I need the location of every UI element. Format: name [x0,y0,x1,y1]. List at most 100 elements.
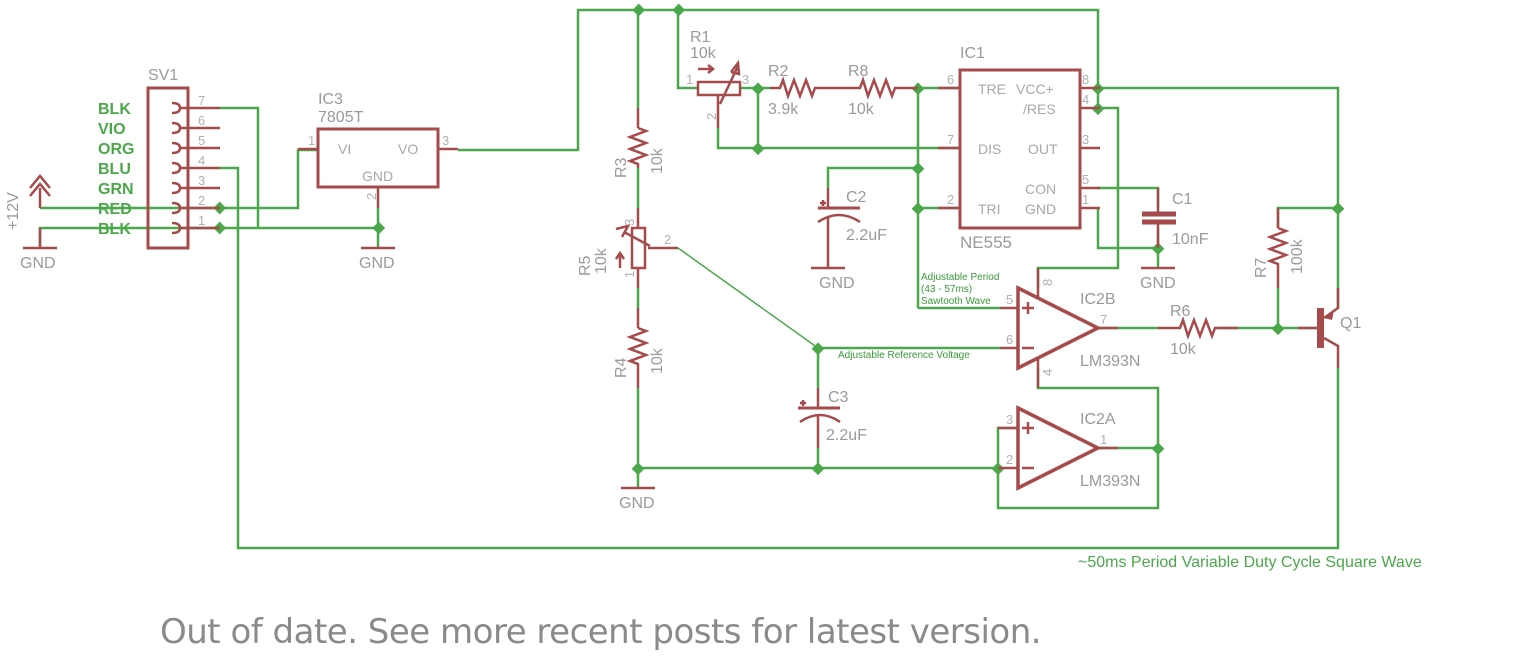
svg-text:3: 3 [742,72,749,87]
connector-pin-number: 2 [198,193,205,208]
wire-color-label: BLK [98,221,131,238]
capacitor-c2: C2 2.2uF [817,188,887,244]
svg-text:2.2uF: 2.2uF [826,427,867,444]
capacitor-c3: C3 2.2uF [798,388,867,448]
svg-text:1: 1 [1100,432,1107,447]
svg-text:IC2A: IC2A [1080,411,1116,428]
svg-text:GND: GND [362,168,393,184]
svg-text:VI: VI [338,141,351,157]
supply-12v-symbol: +12V [5,174,51,230]
svg-text:2: 2 [1006,452,1013,467]
gnd-label: GND [359,255,395,272]
junction [672,3,686,17]
svg-text:6: 6 [1006,332,1013,347]
svg-text:3.9k: 3.9k [768,101,799,118]
transistor-q1: Q1 [1298,288,1361,368]
gnd-symbol: GND [619,486,655,512]
gnd-label: GND [20,255,56,272]
wires [38,8,1340,550]
sawtooth-note-line3: Sawtooth Wave [921,296,991,307]
gnd-symbol: GND [359,246,395,272]
gnd-label: GND [1140,275,1176,292]
svg-text:10k: 10k [649,347,666,374]
svg-text:R5: R5 [577,255,594,276]
wire-12v [40,148,318,210]
svg-text:3: 3 [622,219,637,226]
junction [1331,202,1345,216]
svg-text:C3: C3 [828,389,849,406]
wire-5v-rail [458,8,1100,152]
wire-gnd-main [38,226,378,247]
junction [631,462,645,476]
svg-text:IC2B: IC2B [1080,291,1116,308]
svg-text:Q1: Q1 [1340,315,1361,332]
svg-text:NE555: NE555 [960,233,1012,252]
svg-text:2: 2 [947,192,954,207]
svg-text:C1: C1 [1172,191,1193,208]
resistor-r4: R4 10k [613,308,666,388]
svg-text:3: 3 [1006,412,1013,427]
svg-text:8: 8 [1082,72,1089,87]
svg-text:C2: C2 [846,189,867,206]
wire-output [220,166,1340,550]
svg-text:6: 6 [947,72,954,87]
svg-text:R6: R6 [1170,303,1191,320]
connector-pin-contact [171,121,182,135]
junction [911,162,925,176]
svg-text:10k: 10k [690,45,717,62]
connector-pin-number: 1 [198,213,205,228]
svg-text:4: 4 [1040,369,1055,376]
connector-pin-contact [171,181,182,195]
svg-text:10k: 10k [1170,341,1197,358]
svg-text:7: 7 [1100,312,1107,327]
svg-text:2: 2 [364,193,379,200]
svg-text:GND: GND [1025,201,1056,217]
svg-text:1: 1 [622,271,637,278]
junction [751,82,765,96]
svg-text:7: 7 [947,132,954,147]
wire-pin7 [220,106,260,228]
supply-label: +12V [5,192,22,230]
ic3-ref: IC3 [318,91,343,108]
svg-text:VO: VO [398,141,418,157]
connector-pin-number: 3 [198,173,205,188]
junction [1151,442,1165,456]
svg-text:OUT: OUT [1028,141,1058,157]
svg-text:R7: R7 [1253,257,1270,278]
junction [1271,322,1285,336]
svg-text:8: 8 [1040,279,1055,286]
gnd-label: GND [619,495,655,512]
wire-color-label: BLU [98,161,131,178]
wire-color-label: GRN [98,181,134,198]
connector-pin-contact [171,161,182,175]
svg-text:CON: CON [1025,181,1056,197]
svg-text:VCC+: VCC+ [1016,81,1054,97]
svg-text:1: 1 [686,72,693,87]
svg-text:10k: 10k [593,247,610,274]
comparator-ic2b: 5 6 7 8 4 IC2B LM393N [1000,268,1140,388]
footer-note: Out of date. See more recent posts for l… [160,612,1042,652]
junction [372,221,386,235]
potentiometer-r5: 3 2 1 R5 10k [577,208,678,288]
gnd-symbol: GND [20,228,57,272]
sawtooth-note-line1: Adjustable Period [921,272,999,283]
connector-pin-contact [171,141,182,155]
svg-text:10nF: 10nF [1172,231,1209,248]
svg-text:100k: 100k [1289,238,1306,274]
svg-text:10k: 10k [649,147,666,174]
resistor-r2: R2 3.9k [768,63,830,118]
svg-text:DIS: DIS [978,141,1001,157]
svg-text:2: 2 [704,113,719,120]
sawtooth-note-line2: (43 - 57ms) [921,284,972,295]
svg-text:R8: R8 [848,63,869,80]
capacitor-c1: C1 10nF [1142,188,1209,248]
wire-color-label: VIO [98,121,126,138]
svg-text:5: 5 [1006,292,1013,307]
potentiometer-r1: R1 10k 1 3 2 [686,29,749,128]
svg-text:IC1: IC1 [960,45,985,62]
connector-pin-number: 4 [198,153,205,168]
output-note: ~50ms Period Variable Duty Cycle Square … [1078,554,1422,571]
wire-color-label: BLK [98,101,131,118]
